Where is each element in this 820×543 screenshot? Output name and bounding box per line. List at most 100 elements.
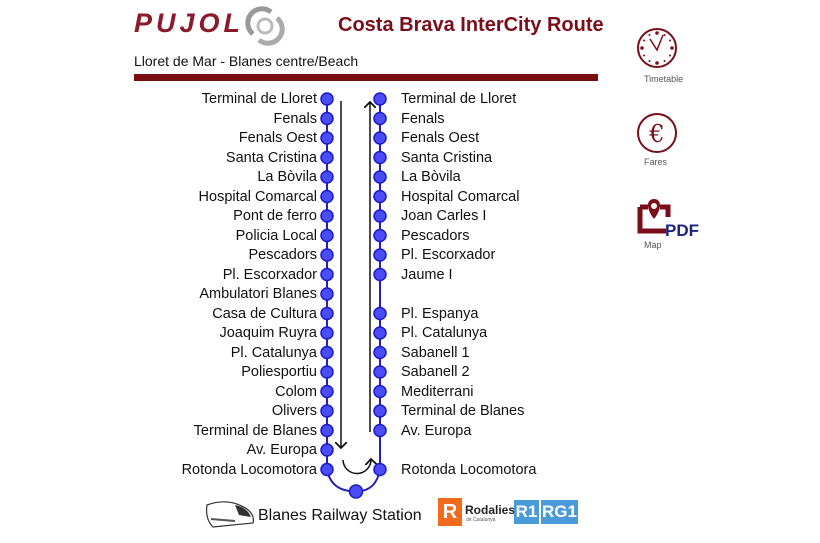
stop-outbound[interactable] (320, 306, 334, 321)
station-label[interactable]: Terminal de Blanes (401, 403, 525, 419)
stop-outbound[interactable] (320, 170, 334, 184)
station-label[interactable]: Colom (275, 383, 317, 400)
station-label[interactable]: Pl. Catalunya (230, 344, 317, 361)
station-label[interactable]: Mediterrani (401, 383, 474, 400)
station-label[interactable]: Casa de Cultura (212, 305, 317, 322)
stop-inbound[interactable] (373, 248, 387, 262)
divider (134, 74, 598, 81)
fares-link[interactable]: € Fares (628, 110, 708, 170)
stop-inbound[interactable] (373, 150, 387, 165)
station-label[interactable]: Pescadors (248, 247, 317, 263)
stop-inbound[interactable] (373, 462, 387, 477)
station-label[interactable]: Pescadors (401, 227, 470, 244)
station-label[interactable]: Av. Europa (401, 422, 472, 439)
station-label[interactable]: Av. Europa (246, 442, 317, 458)
map-pin-icon (637, 199, 671, 234)
rodalies-r-logo: R (438, 498, 462, 526)
u-turn-arrow (342, 459, 371, 475)
stop-outbound[interactable] (320, 150, 334, 165)
rodalies-label: Rodalies (465, 503, 516, 517)
station-label[interactable]: Jaume I (401, 266, 453, 283)
station-label[interactable]: Pl. Escorxador (401, 247, 496, 263)
station-label[interactable]: Pont de ferro (233, 208, 317, 224)
stop-inbound[interactable] (373, 170, 387, 184)
station-label[interactable]: Santa Cristina (225, 149, 317, 166)
stop-blanes-station[interactable] (348, 484, 364, 499)
stop-outbound[interactable] (320, 267, 334, 282)
station-label[interactable]: Fenals (401, 110, 445, 127)
stop-inbound[interactable] (373, 111, 387, 126)
stop-outbound[interactable] (320, 462, 334, 477)
station-label[interactable]: La Bòvila (401, 169, 461, 185)
station-label[interactable]: Terminal de Lloret (401, 91, 517, 107)
stop-outbound[interactable] (320, 326, 334, 340)
stop-inbound[interactable] (373, 365, 387, 379)
station-label[interactable]: Terminal de Blanes (193, 422, 317, 439)
train-icon (206, 501, 254, 528)
station-label[interactable]: Hospital Comarcal (401, 188, 520, 205)
stop-inbound[interactable] (373, 384, 387, 399)
station-label[interactable]: Sabanell 2 (401, 364, 470, 380)
stop-outbound[interactable] (320, 228, 334, 243)
line-badge-r1: R1 (514, 500, 539, 524)
stop-outbound[interactable] (320, 209, 334, 223)
stop-inbound[interactable] (373, 267, 387, 282)
station-label[interactable]: La Bòvila (257, 169, 317, 185)
station-label[interactable]: Poliesportiu (241, 364, 317, 380)
stop-outbound[interactable] (320, 443, 334, 457)
stop-inbound[interactable] (373, 228, 387, 243)
station-label[interactable]: Terminal de Lloret (201, 91, 317, 107)
page-title: Costa Brava InterCity Route (338, 14, 604, 36)
stop-inbound[interactable] (373, 209, 387, 223)
map-pdf-link[interactable]: PDF Map (628, 195, 708, 255)
stop-outbound[interactable] (320, 404, 334, 418)
station-label[interactable]: Hospital Comarcal (198, 188, 317, 205)
clock-icon (637, 28, 677, 68)
stop-inbound[interactable] (373, 404, 387, 418)
timetable-label: Timetable (644, 74, 684, 84)
station-label[interactable]: Rotonda Locomotora (181, 461, 317, 478)
station-label[interactable]: Fenals Oest (401, 130, 480, 146)
stop-inbound[interactable] (373, 189, 387, 204)
stop-outbound[interactable] (320, 248, 334, 262)
stop-inbound[interactable] (373, 345, 387, 360)
fares-label: Fares (644, 157, 668, 167)
station-label[interactable]: Pl. Espanya (401, 305, 479, 322)
rodalies-sublabel: de Catalunya (466, 517, 496, 523)
stop-inbound[interactable] (373, 306, 387, 321)
stop-outbound[interactable] (320, 287, 334, 301)
stop-outbound[interactable] (320, 423, 334, 438)
station-label[interactable]: Santa Cristina (401, 149, 493, 166)
station-label[interactable]: Joaquim Ruyra (219, 325, 317, 341)
station-label[interactable]: Fenals (273, 110, 317, 127)
station-label[interactable]: Rotonda Locomotora (401, 461, 537, 478)
timetable-link[interactable]: Timetable (628, 25, 708, 90)
stop-outbound[interactable] (320, 131, 334, 145)
station-label[interactable]: Pl. Escorxador (222, 266, 317, 283)
railway-station-label: Blanes Railway Station (258, 507, 422, 524)
pdf-label: PDF (665, 221, 699, 240)
stop-outbound[interactable] (320, 345, 334, 360)
route-subtitle: Lloret de Mar - Blanes centre/Beach (134, 53, 359, 69)
stop-inbound[interactable] (373, 326, 387, 340)
stop-inbound[interactable] (373, 131, 387, 145)
pujol-swirl-icon (245, 6, 285, 46)
stop-outbound[interactable] (320, 92, 334, 106)
station-label[interactable]: Olivers (271, 403, 317, 419)
station-label[interactable]: Joan Carles I (401, 208, 487, 224)
stop-outbound[interactable] (320, 384, 334, 399)
station-label[interactable]: Pl. Catalunya (401, 325, 488, 341)
stop-inbound[interactable] (373, 423, 387, 438)
stop-outbound[interactable] (320, 189, 334, 204)
euro-icon: € (637, 113, 677, 153)
stop-inbound[interactable] (373, 92, 387, 106)
stop-outbound[interactable] (320, 365, 334, 379)
station-label[interactable]: Fenals Oest (238, 130, 317, 146)
map-label: Map (644, 240, 662, 250)
station-label[interactable]: Ambulatori Blanes (199, 286, 317, 302)
station-label[interactable]: Sabanell 1 (401, 344, 470, 361)
pujol-logo: PUJOL (134, 8, 245, 38)
station-label[interactable]: Policia Local (235, 227, 317, 244)
stop-outbound[interactable] (320, 111, 334, 126)
